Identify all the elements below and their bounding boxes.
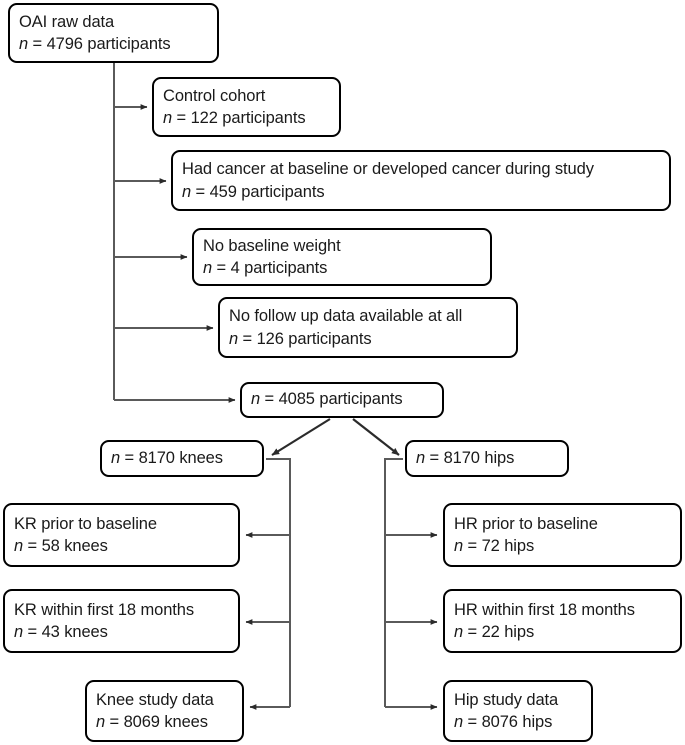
split-to-hips xyxy=(352,418,400,456)
hr-within-line-1: HR within first 18 months xyxy=(454,600,635,619)
no-follow-up-box[interactable]: No follow up data available at all n = 1… xyxy=(218,297,518,358)
knee-study-data-line-1: Knee study data xyxy=(96,690,214,709)
hr-prior-line-1: HR prior to baseline xyxy=(454,514,598,533)
knees-total-line-1: n = 8170 knees xyxy=(111,448,223,467)
control-cohort-box[interactable]: Control cohort n = 122 participants xyxy=(152,77,341,137)
hip-study-data-line-2: n = 8076 hips xyxy=(454,713,553,731)
knees-total-box[interactable]: n = 8170 knees xyxy=(100,440,264,477)
knee-study-data-box[interactable]: Knee study data n = 8069 knees xyxy=(85,680,244,742)
kr-within-line-1: KR within first 18 months xyxy=(14,600,194,619)
hips-total-box[interactable]: n = 8170 hips xyxy=(405,440,569,477)
knee-study-data-line-2: n = 8069 knees xyxy=(96,713,208,731)
kr-prior-to-baseline-box[interactable]: KR prior to baseline n = 58 knees xyxy=(3,503,240,567)
control-cohort-line-2: n = 122 participants xyxy=(163,109,306,127)
hr-prior-to-baseline-box[interactable]: HR prior to baseline n = 72 hips xyxy=(443,503,682,567)
kr-within-line-2: n = 43 knees xyxy=(14,623,108,641)
hips-total-line-1: n = 8170 hips xyxy=(416,448,515,467)
no-follow-up-line-1: No follow up data available at all xyxy=(229,307,463,326)
hr-within-18-months-box[interactable]: HR within first 18 months n = 22 hips xyxy=(443,589,682,653)
hip-study-data-box[interactable]: Hip study data n = 8076 hips xyxy=(443,680,593,742)
hr-within-line-2: n = 22 hips xyxy=(454,623,535,641)
kr-prior-line-1: KR prior to baseline xyxy=(14,514,157,533)
cancer-exclusion-line-2: n = 459 participants xyxy=(182,182,325,201)
oai-raw-data-line-1: OAI raw data xyxy=(19,12,115,31)
oai-raw-data-box[interactable]: OAI raw data n = 4796 participants xyxy=(8,3,219,63)
remaining-participants-box[interactable]: n = 4085 participants xyxy=(240,382,444,418)
cancer-exclusion-line-1: Had cancer at baseline or developed canc… xyxy=(182,160,594,179)
cancer-exclusion-box[interactable]: Had cancer at baseline or developed canc… xyxy=(171,150,671,211)
control-cohort-line-1: Control cohort xyxy=(163,86,266,105)
kr-prior-line-2: n = 58 knees xyxy=(14,537,108,555)
no-baseline-weight-line-2: n = 4 participants xyxy=(203,259,328,277)
split-to-knees xyxy=(271,418,331,456)
hip-spine xyxy=(384,458,403,707)
kr-within-18-months-box[interactable]: KR within first 18 months n = 43 knees xyxy=(3,589,240,653)
hip-study-data-line-1: Hip study data xyxy=(454,690,559,709)
no-baseline-weight-line-1: No baseline weight xyxy=(203,236,341,255)
no-baseline-weight-box[interactable]: No baseline weight n = 4 participants xyxy=(192,228,492,286)
knee-spine xyxy=(266,458,291,707)
no-follow-up-line-2: n = 126 participants xyxy=(229,329,372,348)
oai-raw-data-line-2: n = 4796 participants xyxy=(19,35,171,53)
hr-prior-line-2: n = 72 hips xyxy=(454,537,535,555)
remaining-participants-line-1: n = 4085 participants xyxy=(251,390,403,409)
